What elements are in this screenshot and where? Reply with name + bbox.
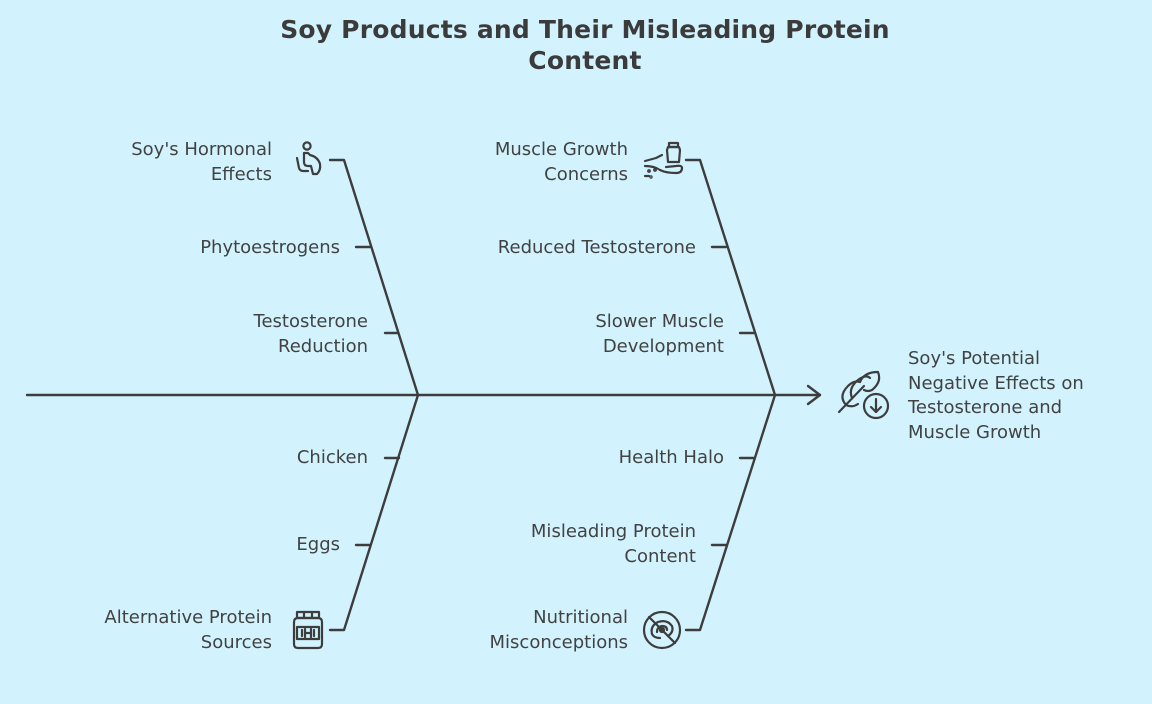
effect-line: Negative Effects on [908,372,1084,394]
cause-label-chicken: Chicken [297,446,368,471]
title-line-1: Soy Products and Their Misleading Protei… [280,15,890,44]
cause-line: Health Halo [618,447,724,468]
no-meat-icon [642,610,682,650]
leaf-down-arrow-icon [837,370,890,420]
category-line: Misconceptions [489,631,628,653]
cause-line: Eggs [296,534,340,555]
category-line: Effects [210,163,272,185]
cause-label-slower-muscle-development: Slower Muscle Development [595,310,724,359]
protein-jar-hand-icon [643,141,684,179]
effect-line: Muscle Growth [908,421,1042,443]
category-line: Alternative Protein [104,607,272,628]
category-line: Sources [200,631,272,653]
cause-line: Phytoestrogens [200,237,340,258]
cause-label-phytoestrogens: Phytoestrogens [200,236,340,261]
bone-bottom-right [684,393,777,632]
category-label-muscle-growth-concerns: Muscle Growth Concerns [495,138,628,187]
cause-label-testosterone-reduction: Testosterone Reduction [254,310,368,359]
pregnant-person-icon [295,141,322,176]
cause-line: Chicken [296,447,368,468]
category-line: Soy's Hormonal [131,139,272,160]
cause-line: Testosterone [253,311,368,332]
title-line-2: Content [528,46,642,75]
bone-top-right [684,158,777,397]
bone-bottom-left [328,393,420,632]
cause-label-reduced-testosterone: Reduced Testosterone [498,236,696,261]
diagram-title: Soy Products and Their Misleading Protei… [200,14,970,76]
cause-label-misleading-protein-content: Misleading Protein Content [531,520,696,569]
category-label-soys-hormonal-effects: Soy's Hormonal Effects [131,138,272,187]
category-line: Concerns [544,163,628,185]
cause-line: Slower Muscle [595,311,724,332]
category-line: Muscle Growth [494,139,628,160]
bone-top-left [328,158,420,397]
cause-line: Misleading Protein [530,521,696,542]
cause-label-health-halo: Health Halo [619,446,724,471]
cause-line: Reduction [278,335,368,357]
protein-supplement-tub-icon [292,610,324,650]
effect-line: Testosterone and [908,397,1063,418]
category-label-nutritional-misconceptions: Nutritional Misconceptions [490,606,628,655]
category-line: Nutritional [533,607,628,628]
effect-label: Soy's Potential Negative Effects on Test… [908,347,1084,445]
cause-line: Development [602,335,724,357]
cause-line: Reduced Testosterone [497,237,696,258]
effect-line: Soy's Potential [908,348,1040,369]
spine-arrowhead [806,384,822,406]
cause-line: Content [624,545,696,567]
cause-label-eggs: Eggs [296,533,340,558]
category-label-alternative-protein-sources: Alternative Protein Sources [104,606,272,655]
